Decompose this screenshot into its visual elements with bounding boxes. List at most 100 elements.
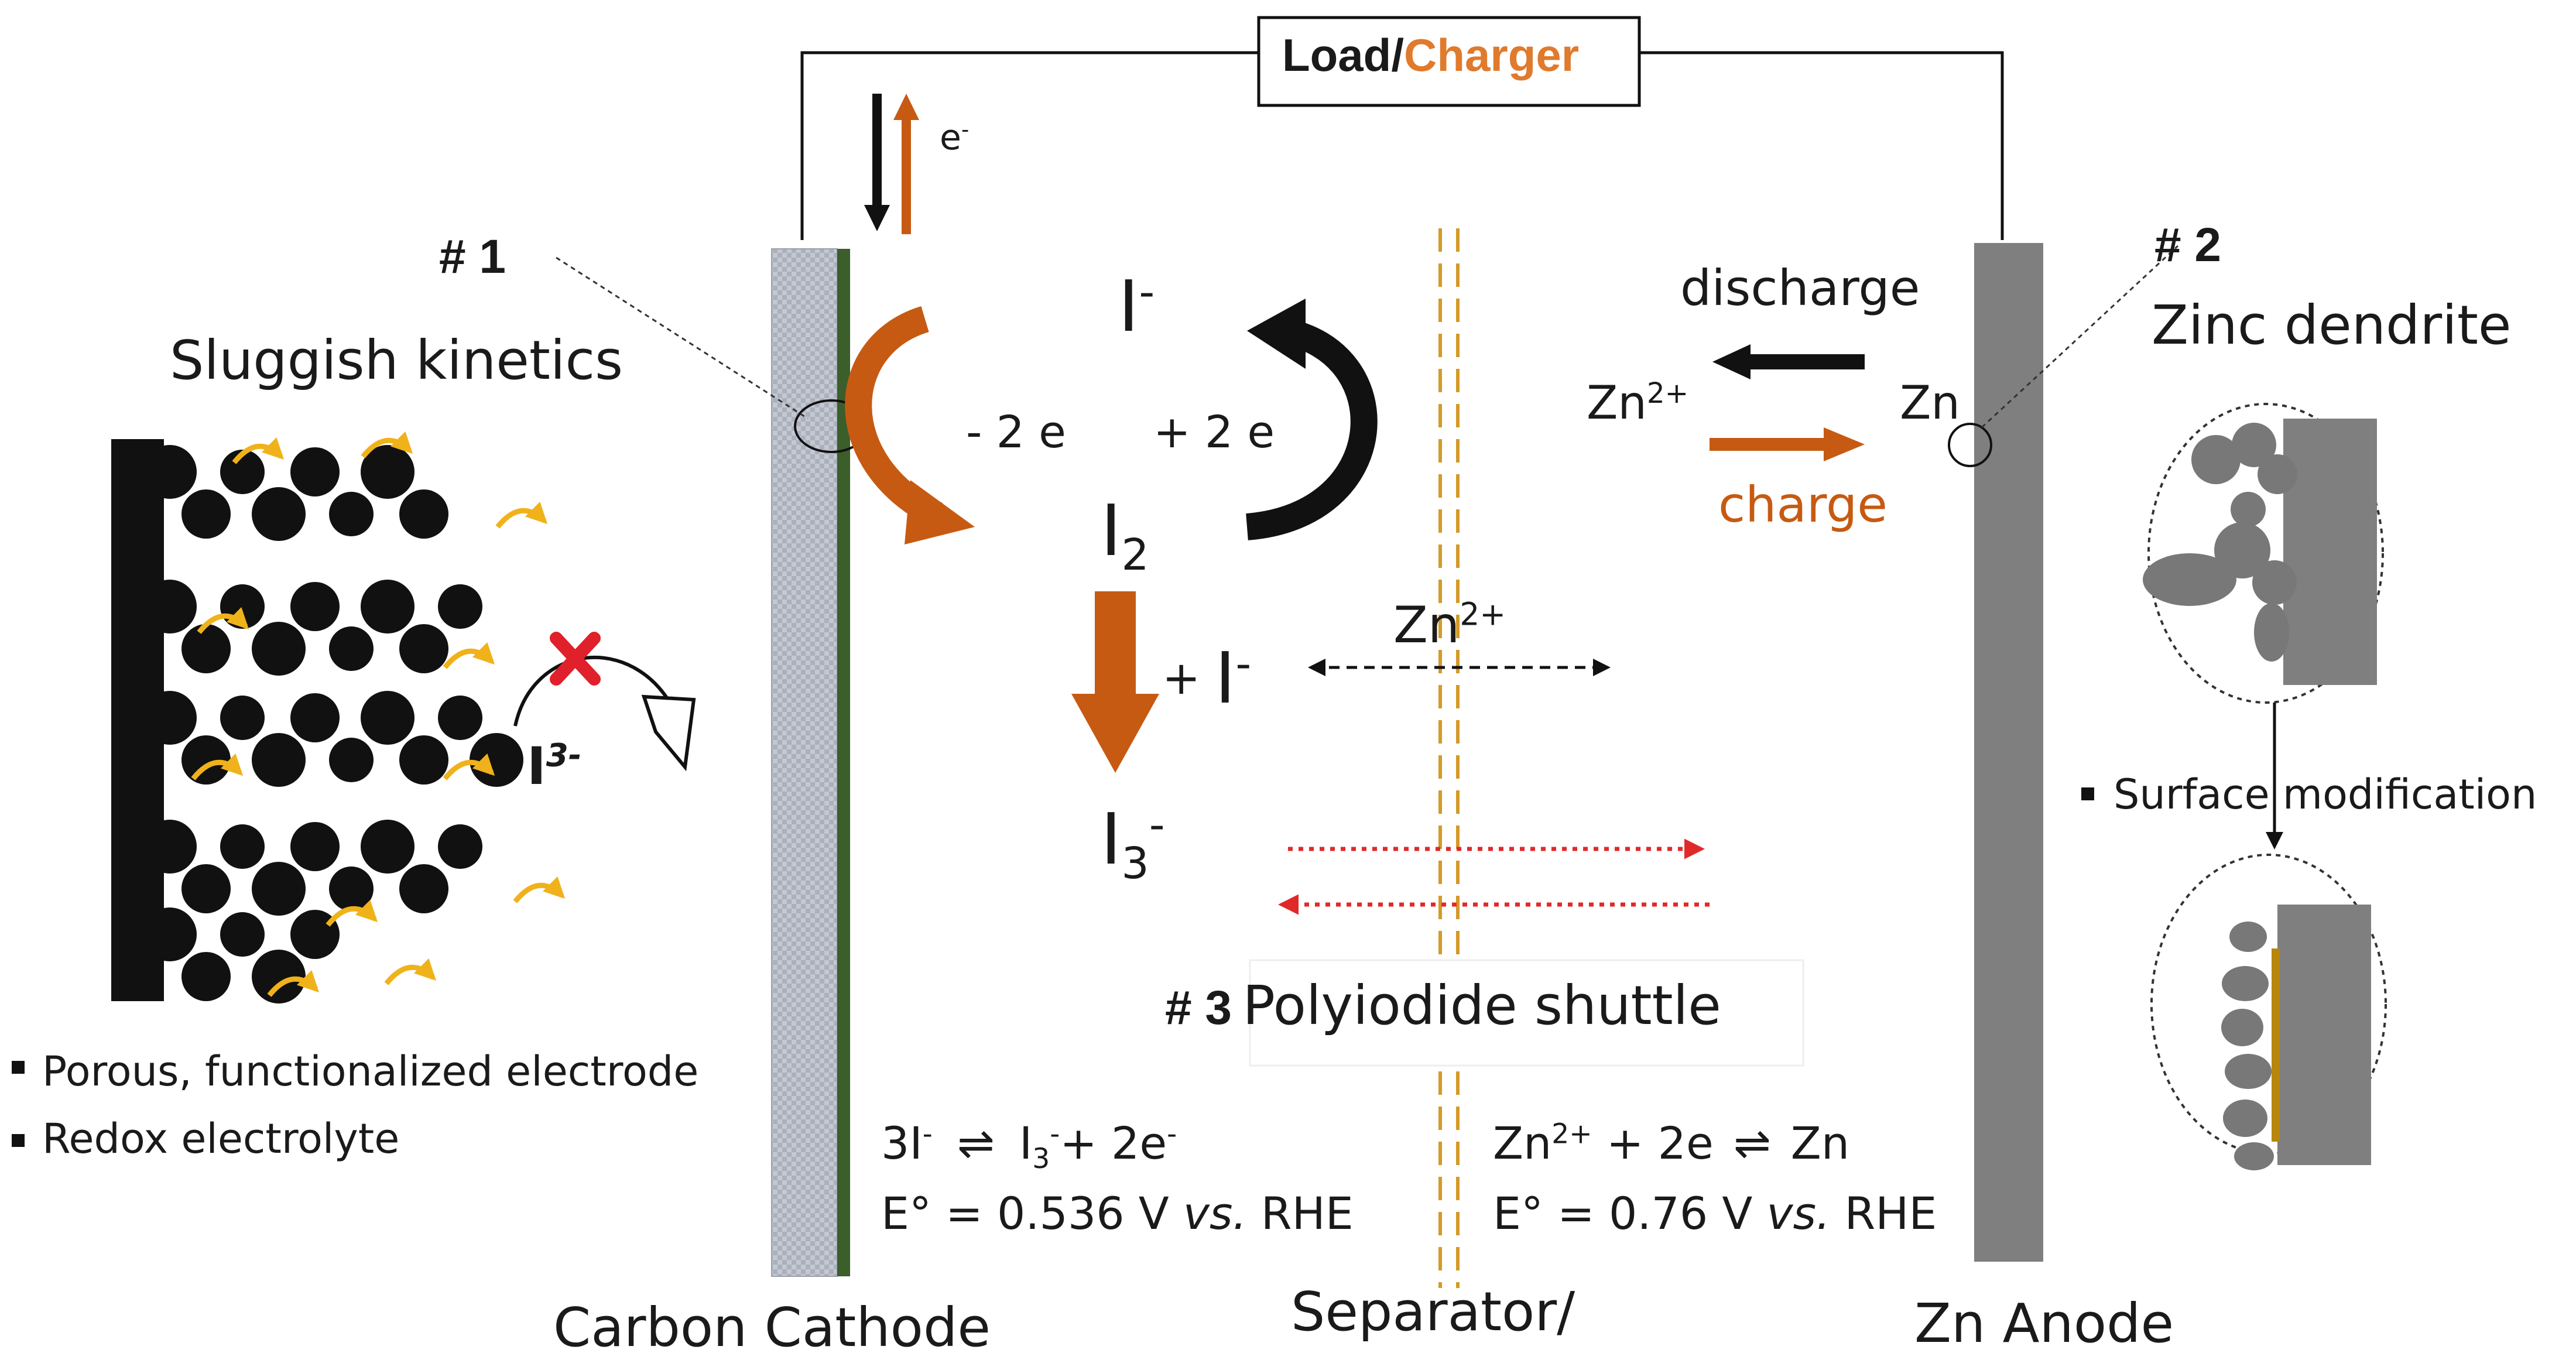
carbon-particle bbox=[399, 489, 448, 539]
gold-flow-arrow bbox=[513, 876, 566, 903]
carbon-particle bbox=[290, 822, 340, 871]
issue-3-title: Polyiodide shuttle bbox=[1242, 974, 1721, 1037]
anode-reaction-arrow: ⇌ bbox=[1733, 1117, 1771, 1169]
cathode-potential-vs: vs. bbox=[1183, 1187, 1247, 1239]
dendrite-anode-block-bottom bbox=[2277, 905, 2371, 1165]
separator-zn-ion-sup: 2+ bbox=[1460, 596, 1506, 633]
triiodide-sub: 3 bbox=[1121, 838, 1149, 889]
carbon-particle bbox=[143, 820, 197, 874]
carbon-particle bbox=[438, 824, 482, 869]
zn-anode-label: Zn Anode bbox=[1914, 1292, 2174, 1355]
discharge-arrow-shaft bbox=[1748, 354, 1865, 369]
triiodide-blocked-base: I bbox=[527, 736, 546, 796]
charge-label: charge bbox=[1718, 476, 1888, 533]
zn-ion-sup: 2+ bbox=[1646, 377, 1689, 410]
anode-callout-circle bbox=[1948, 423, 1992, 467]
carbon-particle bbox=[181, 864, 231, 913]
discharge-arrow-head bbox=[1712, 344, 1751, 379]
callout-leader-2 bbox=[1981, 245, 2179, 429]
carbon-particle bbox=[290, 693, 340, 742]
electron-text: e bbox=[940, 117, 961, 158]
load-label: Load/Charger bbox=[1282, 32, 1579, 78]
carbon-particle bbox=[252, 862, 306, 916]
iodine-label: I2 bbox=[1101, 496, 1149, 577]
anode-reaction: Zn2+ + 2e ⇌ Zn bbox=[1493, 1121, 1849, 1166]
carbon-particle bbox=[181, 624, 231, 673]
carbon-particle bbox=[329, 492, 374, 536]
carbon-cathode bbox=[771, 248, 838, 1277]
discharge-label: discharge bbox=[1680, 259, 1920, 317]
separator bbox=[1438, 228, 1460, 1288]
carbon-particle bbox=[220, 824, 265, 869]
cathode-potential: E° = 0.536 V vs. RHE bbox=[881, 1191, 1354, 1236]
carbon-particle bbox=[252, 622, 306, 676]
iodine-base: I bbox=[1101, 491, 1122, 572]
separator-zn-ion-label: Zn2+ bbox=[1393, 599, 1506, 650]
protective-coating bbox=[2272, 948, 2280, 1142]
anode-potential-vs: vs. bbox=[1766, 1187, 1831, 1239]
zn-ion-base: Zn bbox=[1587, 377, 1647, 430]
iodide-base: I bbox=[1118, 266, 1139, 348]
porous-electrode bbox=[111, 439, 523, 1003]
carbon-particle bbox=[399, 735, 448, 785]
gold-flow-arrow bbox=[495, 501, 548, 529]
cathode-reaction-right-sub: 3 bbox=[1032, 1143, 1050, 1176]
circuit-wire bbox=[800, 51, 1259, 240]
issue-2-tag: # 2 bbox=[2154, 218, 2221, 272]
zn-label: Zn bbox=[1900, 377, 1960, 430]
carbon-particle bbox=[143, 445, 197, 499]
cathode-reaction-right: I bbox=[1019, 1117, 1033, 1169]
gold-flow-arrow bbox=[191, 753, 244, 780]
issue-1-title: Sluggish kinetics bbox=[170, 329, 624, 392]
zinc-uniform-deposit bbox=[2221, 922, 2274, 1170]
iodide-2-label: I- bbox=[1215, 642, 1251, 714]
zn-anode bbox=[1974, 243, 2043, 1262]
carbon-cathode-label: Carbon Cathode bbox=[553, 1296, 991, 1359]
separator-label: Separator/ bbox=[1291, 1280, 1575, 1343]
carbon-particle bbox=[181, 735, 231, 785]
gold-flow-arrow bbox=[267, 970, 320, 997]
iodide-2-sup: - bbox=[1235, 638, 1252, 689]
gold-flow-arrow bbox=[384, 958, 437, 985]
charge-arrow-shaft bbox=[1710, 438, 1827, 451]
issue-1-tag: # 1 bbox=[439, 230, 506, 283]
minus-2e-label: - 2 e bbox=[966, 406, 1066, 458]
carbon-particle bbox=[181, 952, 231, 1001]
anode-reaction-mid: + 2e bbox=[1592, 1117, 1728, 1169]
anode-bullet: Surface modification bbox=[2113, 770, 2537, 818]
charge-arrow-head bbox=[1824, 427, 1865, 461]
plus-2e-label: + 2 e bbox=[1153, 406, 1275, 458]
cathode-reaction-tail-sup: - bbox=[1167, 1118, 1177, 1150]
cathode-potential-pre: E° = 0.536 V bbox=[881, 1187, 1183, 1239]
triiodide-blocked-sup: 3- bbox=[546, 736, 582, 774]
anode-reaction-right: Zn bbox=[1776, 1117, 1850, 1169]
carbon-particle bbox=[438, 584, 482, 629]
anode-reaction-left: Zn bbox=[1493, 1117, 1552, 1169]
carbon-particle bbox=[143, 691, 197, 745]
issue-3-tag: # 3 bbox=[1165, 981, 1232, 1035]
load-charger-box bbox=[1257, 16, 1641, 107]
gold-flow-arrow bbox=[443, 642, 495, 669]
load-text: Load/ bbox=[1282, 29, 1404, 81]
carbon-particle bbox=[290, 447, 340, 496]
triiodide-blocked-label: I3- bbox=[527, 739, 581, 792]
plus-sign: + bbox=[1162, 652, 1201, 705]
carbon-particle bbox=[220, 450, 265, 494]
blocked-transport-arrow bbox=[513, 655, 675, 727]
shuttle-label-box bbox=[1249, 959, 1804, 1067]
carbon-particle bbox=[361, 580, 415, 633]
iodide-sup: - bbox=[1139, 266, 1155, 317]
anode-potential: E° = 0.76 V vs. RHE bbox=[1493, 1191, 1937, 1236]
triiodide-base: I bbox=[1101, 799, 1122, 881]
callout-leader-1 bbox=[556, 256, 809, 420]
carbon-particle bbox=[181, 489, 231, 539]
cathode-potential-post: RHE bbox=[1246, 1187, 1354, 1239]
blocked-transport-arrow-head bbox=[641, 694, 696, 772]
electron-label: e- bbox=[940, 117, 969, 158]
triiodide-sup: - bbox=[1149, 799, 1165, 850]
carbon-particle bbox=[329, 738, 374, 782]
gold-flow-arrow bbox=[361, 431, 413, 458]
oxidation-arrow-head bbox=[905, 480, 975, 544]
oxidation-arrow bbox=[845, 306, 943, 528]
